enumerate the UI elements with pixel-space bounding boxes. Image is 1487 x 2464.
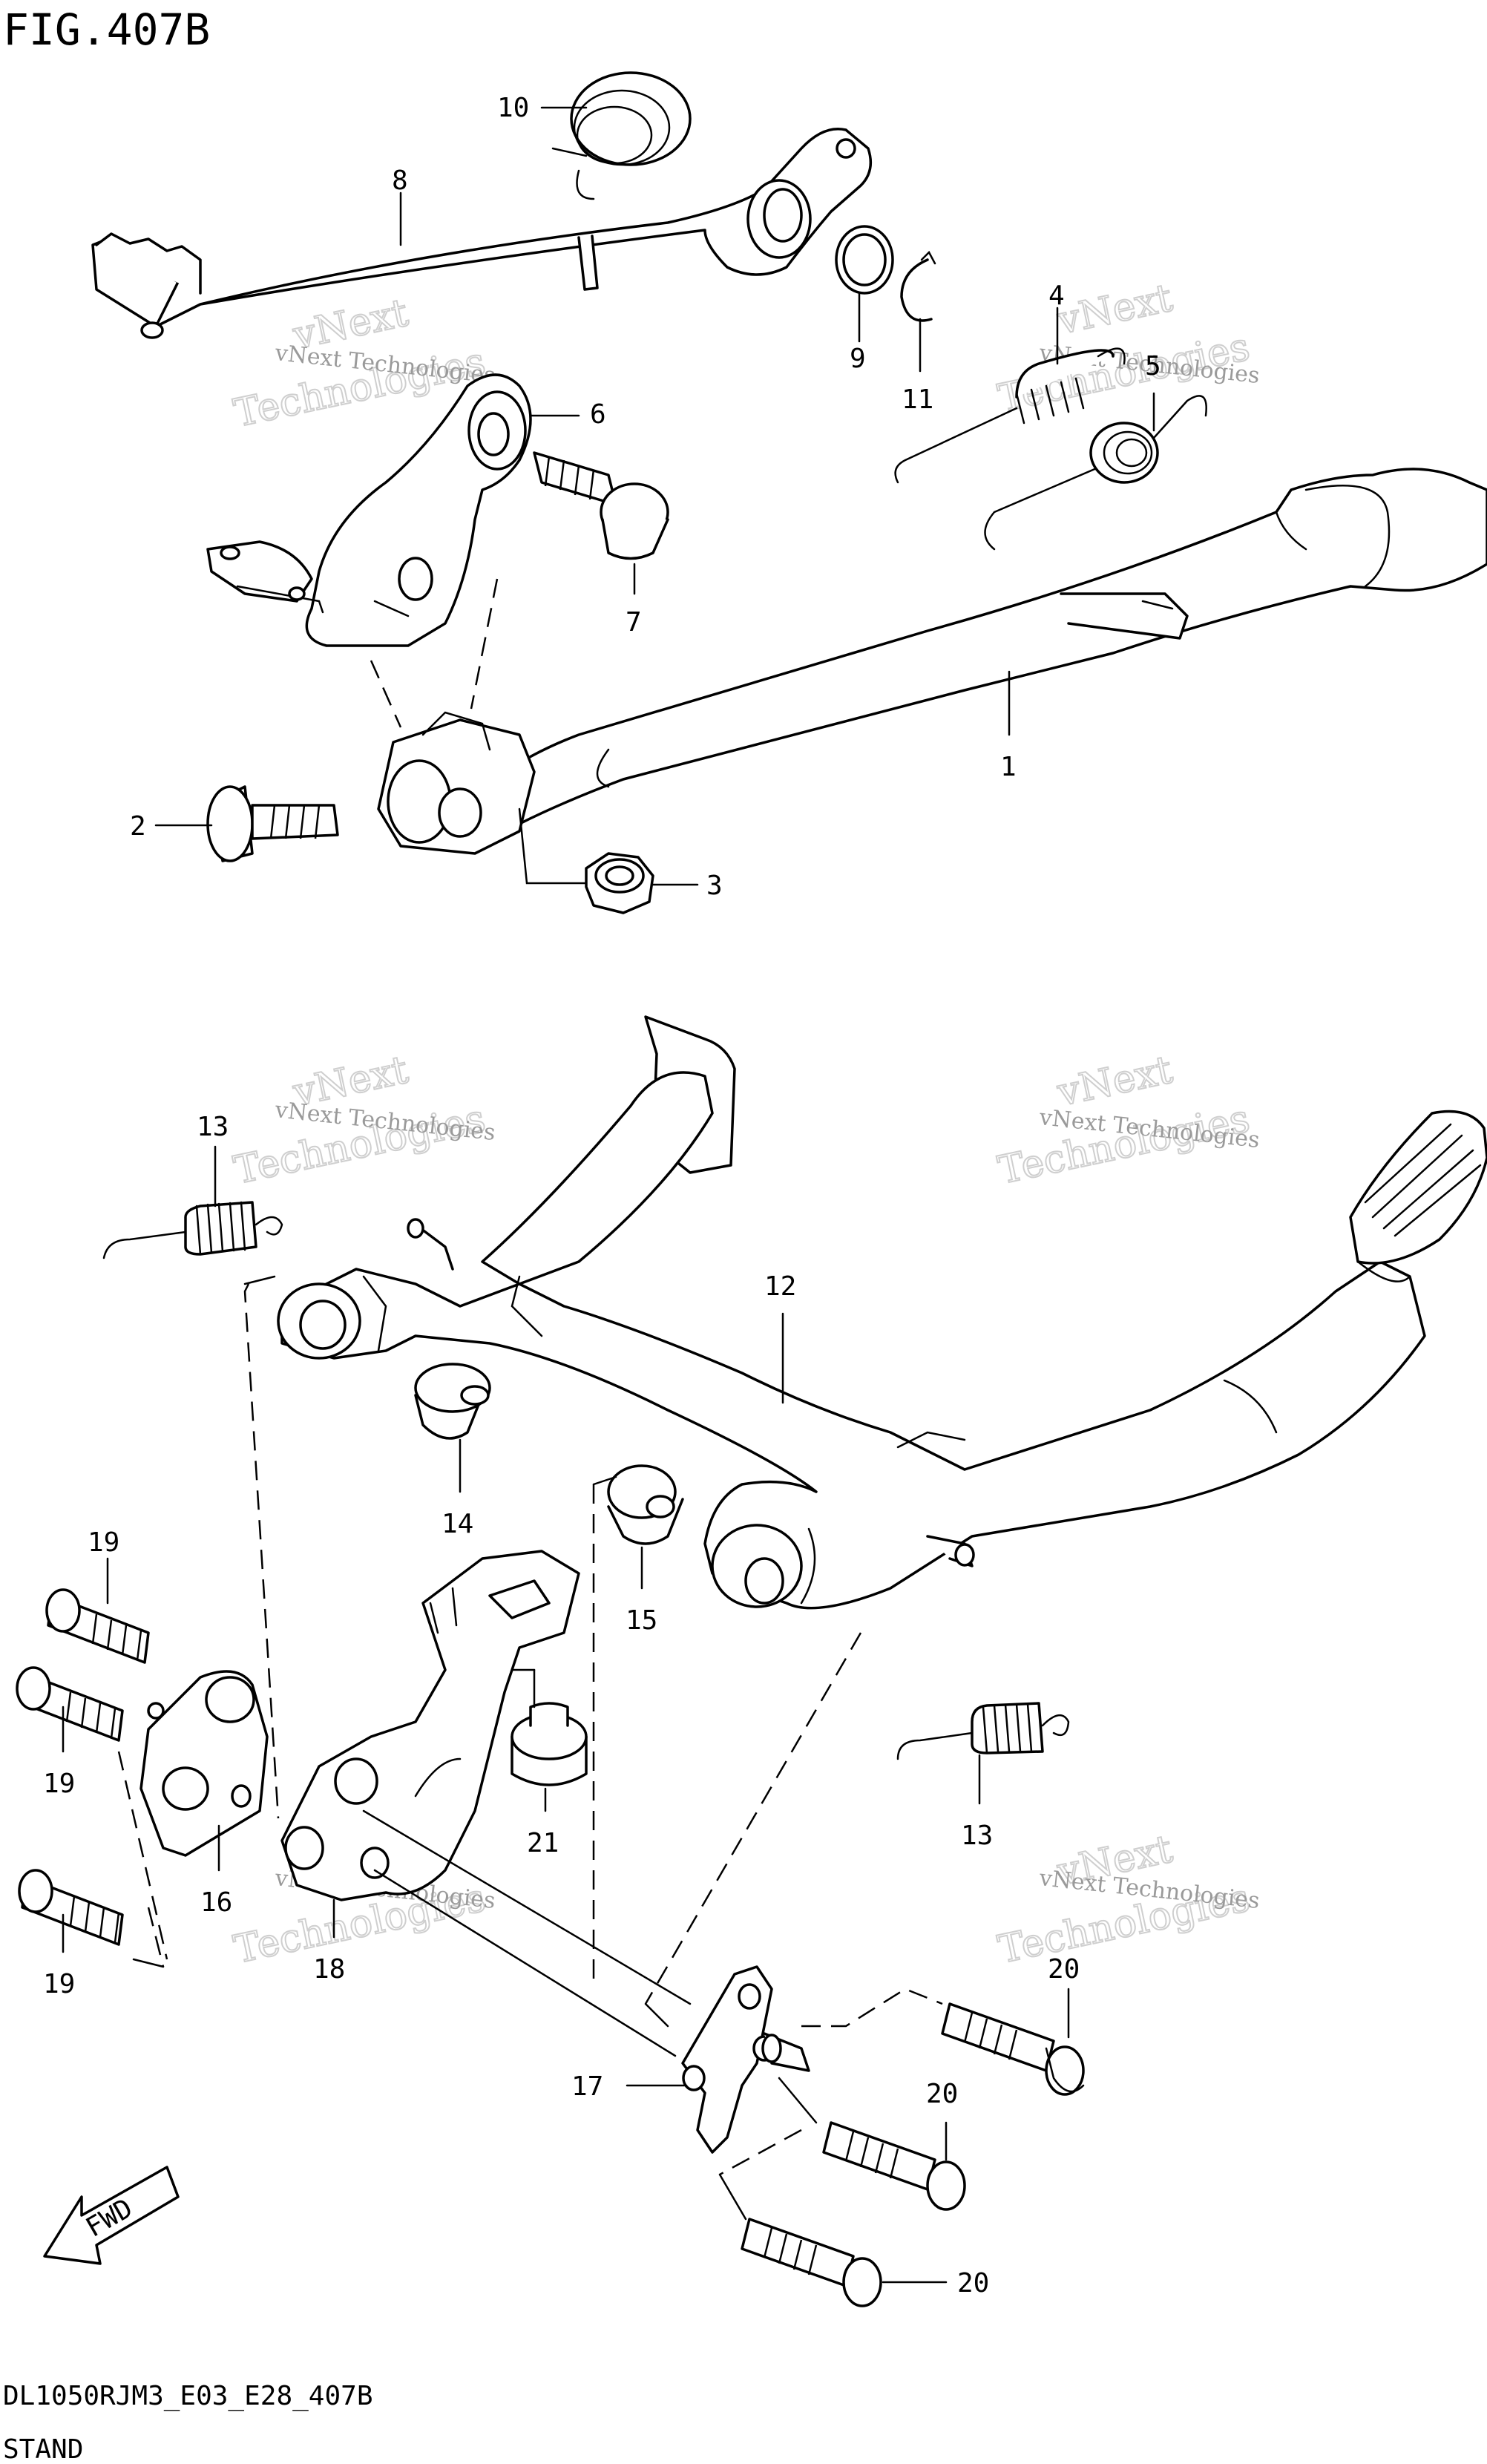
part-11-circlip bbox=[900, 250, 936, 322]
callout-4: 4 bbox=[1048, 281, 1065, 311]
part-13-spring-lower bbox=[896, 1702, 1070, 1760]
part-2-pivot-bolt bbox=[206, 785, 339, 862]
callout-14: 14 bbox=[441, 1509, 473, 1539]
part-20-bolt-a bbox=[941, 2002, 1085, 2096]
callout-12: 12 bbox=[764, 1271, 796, 1302]
drawing-code: DL1050RJM3_E03_E28_407B bbox=[3, 2381, 373, 2411]
part-12-center-stand bbox=[277, 1015, 1487, 1610]
part-8-brake-pedal bbox=[91, 128, 873, 339]
part-18-bracket bbox=[280, 1550, 580, 1901]
callout-10: 10 bbox=[497, 93, 529, 123]
watermark-big-4: vNext bbox=[1053, 1048, 1176, 1115]
callout-20-a: 20 bbox=[1048, 1954, 1080, 1985]
callout-19-b: 19 bbox=[43, 1769, 75, 1799]
part-14-bushing bbox=[414, 1363, 491, 1440]
part-17-mount-plate bbox=[681, 1965, 810, 2154]
part-19-bolt-a bbox=[45, 1588, 150, 1664]
part-4-spring bbox=[894, 347, 1126, 484]
callout-5: 5 bbox=[1145, 351, 1161, 381]
part-9-washer bbox=[835, 225, 894, 295]
callout-17: 17 bbox=[571, 2071, 603, 2102]
callout-13-lower: 13 bbox=[961, 1821, 993, 1851]
part-13-spring-upper bbox=[102, 1201, 283, 1259]
part-20-bolt-b bbox=[822, 2121, 966, 2211]
watermark-big-2: vNext bbox=[1053, 276, 1176, 344]
part-3-nut bbox=[585, 852, 654, 914]
callout-18: 18 bbox=[313, 1954, 345, 1985]
callout-8: 8 bbox=[392, 166, 408, 196]
callout-19-a: 19 bbox=[88, 1527, 119, 1558]
part-1-side-stand bbox=[377, 468, 1487, 855]
assembly-lines-bottom bbox=[117, 1275, 943, 2221]
callout-16: 16 bbox=[200, 1887, 232, 1918]
part-10-spring bbox=[551, 71, 692, 200]
callout-20-b: 20 bbox=[926, 2079, 958, 2109]
callout-15: 15 bbox=[626, 1605, 657, 1636]
callout-2: 2 bbox=[130, 811, 146, 842]
callout-9: 9 bbox=[850, 344, 866, 374]
part-19-bolt-c bbox=[18, 1869, 124, 1946]
callout-21: 21 bbox=[527, 1828, 559, 1858]
callout-19-c: 19 bbox=[43, 1969, 75, 1999]
watermark-6: vNext Technologies vNext Technologies bbox=[994, 1826, 1261, 1973]
callout-11: 11 bbox=[902, 384, 933, 415]
watermark-3: vNext Technologies vNext Technologies bbox=[229, 1047, 496, 1194]
callout-1: 1 bbox=[1000, 752, 1017, 782]
callout-20-c: 20 bbox=[957, 2268, 989, 2298]
part-20-bolt-c bbox=[741, 2218, 882, 2307]
section-name: STAND bbox=[3, 2434, 83, 2464]
callouts: 10 8 9 11 4 5 6 7 1 2 3 13 12 bbox=[43, 93, 1161, 2298]
part-6-bracket bbox=[206, 373, 532, 647]
callout-13-upper: 13 bbox=[197, 1112, 229, 1142]
callout-7: 7 bbox=[626, 607, 642, 638]
callout-6: 6 bbox=[590, 399, 606, 430]
part-19-bolt-b bbox=[16, 1666, 124, 1742]
part-5-spring bbox=[984, 395, 1207, 551]
part-21-stopper bbox=[511, 1702, 588, 1786]
figure-title: FIG.407B bbox=[3, 4, 210, 55]
part-15-bushing bbox=[607, 1464, 684, 1545]
callout-3: 3 bbox=[706, 871, 723, 901]
fwd-arrow: FWD bbox=[43, 2166, 180, 2265]
watermark-4: vNext Technologies vNext Technologies bbox=[994, 1047, 1261, 1194]
assembly-lines-top bbox=[370, 578, 588, 885]
part-16-plate bbox=[139, 1670, 269, 1857]
part-7-bolt bbox=[533, 451, 669, 560]
